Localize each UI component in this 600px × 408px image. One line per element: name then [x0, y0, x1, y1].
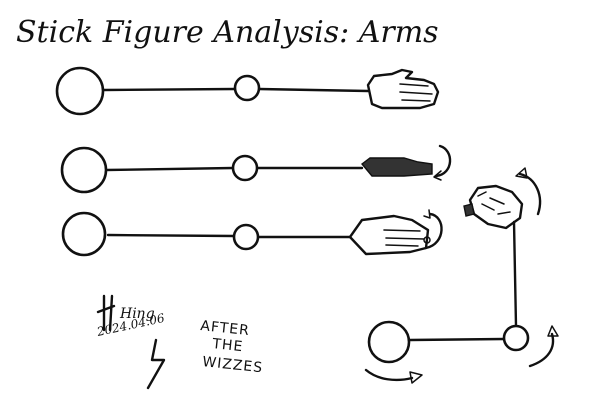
page-title: Stick Figure Analysis: Arms — [16, 15, 439, 50]
arm-diagram-raised-fist — [364, 167, 559, 384]
open-hand-palm-up-icon — [366, 68, 440, 110]
upper-arm-line — [104, 166, 235, 172]
forearm-line — [257, 87, 370, 93]
rotation-arrow-icon — [423, 209, 443, 250]
open-hand-palm-down-icon — [348, 214, 431, 256]
shoulder-joint — [61, 211, 107, 257]
shoulder-joint — [367, 320, 411, 364]
shoulder-joint — [60, 146, 108, 194]
upper-arm-line — [102, 87, 237, 92]
signature-name: Hing — [119, 306, 155, 322]
rotation-arrow-icon — [433, 144, 452, 181]
rotation-arrow-top-icon — [515, 167, 542, 216]
note-line-1: AFTER — [200, 318, 251, 339]
arm-diagram-palm-up — [55, 66, 440, 116]
fist-icon — [463, 184, 524, 230]
forearm-line — [512, 220, 518, 328]
elbow-joint — [231, 154, 259, 182]
elbow-joint — [233, 74, 261, 102]
signature: Hing 2024.04.06 — [95, 294, 166, 390]
elbow-joint — [232, 223, 260, 251]
note-line-2: THE — [211, 336, 244, 355]
flat-hand-edge-icon — [360, 157, 433, 177]
upper-arm-line — [408, 337, 506, 342]
upper-arm-line — [106, 233, 236, 238]
signature-scribble — [96, 294, 116, 332]
signature-lightning-mark — [146, 338, 166, 390]
note-line-3: WIZZES — [202, 354, 264, 376]
rotation-arrow-elbow-icon — [528, 325, 559, 368]
rotation-arrow-shoulder-icon — [364, 368, 423, 384]
arm-diagram-palm-down — [61, 209, 443, 257]
shoulder-joint — [55, 66, 105, 116]
arm-diagram-hand-side — [60, 144, 452, 194]
elbow-joint — [502, 324, 530, 352]
